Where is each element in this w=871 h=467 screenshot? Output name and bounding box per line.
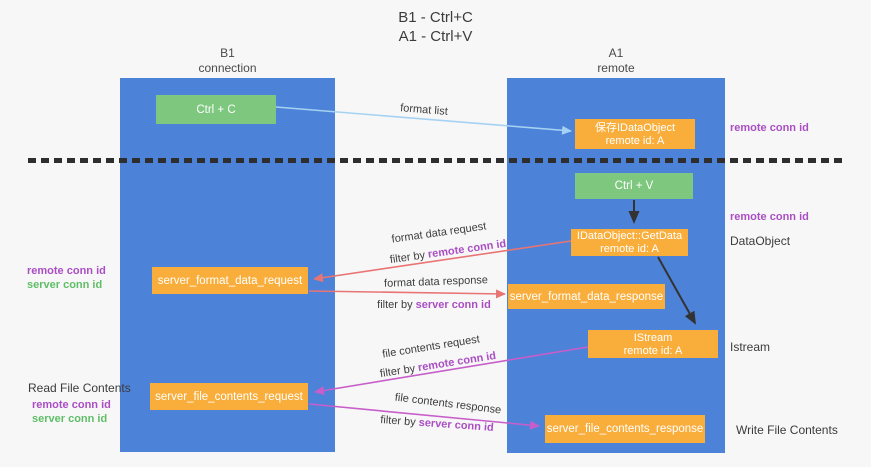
- annotation-istream: Istream: [730, 340, 771, 354]
- filter-key-remote-1: remote conn id: [427, 237, 507, 261]
- node-getdata-line2: remote id: A: [600, 243, 659, 255]
- filter-prefix-4: filter by: [379, 414, 417, 429]
- annotation-dataobject: DataObject: [730, 234, 791, 248]
- node-ctrl-c-label: Ctrl + C: [196, 103, 236, 116]
- title-line-1: B1 - Ctrl+C: [398, 9, 473, 26]
- annotation-read-file-contents: Read File Contents: [28, 381, 131, 395]
- node-getdata-line1: IDataObject::GetData: [576, 230, 683, 242]
- annotation-server-conn-id-left-top: server conn id: [27, 279, 103, 291]
- node-istream: IStream remote id: A: [588, 330, 718, 358]
- lane-b1-role: connection: [198, 61, 257, 75]
- node-server-format-data-response: server_format_data_response: [508, 284, 665, 309]
- label-format-data-response: format data response: [383, 274, 489, 290]
- node-server-file-contents-request-label: server_file_contents_request: [155, 390, 303, 403]
- arrow-format-data-response: [308, 289, 506, 299]
- filter-key-server-2: server conn id: [418, 416, 495, 434]
- node-server-file-contents-request: server_file_contents_request: [150, 383, 308, 410]
- filter-key-remote-2: remote conn id: [417, 349, 497, 375]
- node-istream-line1: IStream: [633, 331, 673, 344]
- annotation-remote-conn-id-right-top: remote conn id: [730, 122, 809, 134]
- diagram-title: B1 - Ctrl+C A1 - Ctrl+V: [0, 8, 871, 46]
- node-save-dataobject-line1: 保存IDataObject: [594, 121, 676, 134]
- node-ctrl-v-label: Ctrl + V: [614, 180, 654, 192]
- node-save-dataobject: 保存IDataObject remote id: A: [575, 119, 695, 149]
- filter-prefix-1: filter by: [389, 249, 426, 267]
- node-save-dataobject-line2: remote id: A: [605, 134, 665, 147]
- node-server-format-data-response-label: server_format_data_response: [509, 290, 664, 303]
- annotation-remote-conn-id-right-mid: remote conn id: [730, 211, 809, 223]
- lane-b1-name: B1: [220, 46, 235, 60]
- label-format-list: format list: [399, 102, 449, 118]
- node-ctrl-v: Ctrl + V: [575, 173, 693, 199]
- node-server-format-data-request: server_format_data_request: [152, 267, 308, 294]
- lane-header-b1: B1 connection: [120, 46, 335, 76]
- node-idataobject-getdata: IDataObject::GetData remote id: A: [571, 229, 688, 256]
- phase-divider-dashed-line: [28, 158, 845, 163]
- node-server-format-data-request-label: server_format_data_request: [157, 274, 303, 287]
- lane-header-a1: A1 remote: [507, 46, 725, 76]
- title-line-2: A1 - Ctrl+V: [398, 28, 473, 45]
- lane-a1-name: A1: [608, 46, 624, 60]
- node-istream-line2: remote id: A: [623, 344, 683, 357]
- annotation-remote-conn-id-left-bottom: remote conn id: [32, 399, 111, 411]
- label-file-contents-response: file contents response: [394, 391, 502, 417]
- annotation-remote-conn-id-left-top: remote conn id: [27, 265, 106, 277]
- node-server-file-contents-response-label: server_file_contents_response: [546, 423, 704, 435]
- filter-prefix-2: filter by: [377, 299, 413, 311]
- lane-a1-role: remote: [597, 61, 635, 75]
- node-ctrl-c: Ctrl + C: [156, 95, 276, 124]
- annotation-write-file-contents: Write File Contents: [736, 423, 838, 437]
- annotation-server-conn-id-left-bottom: server conn id: [32, 413, 108, 425]
- filter-key-server-1: server conn id: [415, 299, 491, 311]
- filter-prefix-3: filter by: [379, 362, 417, 381]
- node-server-file-contents-response: server_file_contents_response: [545, 415, 705, 443]
